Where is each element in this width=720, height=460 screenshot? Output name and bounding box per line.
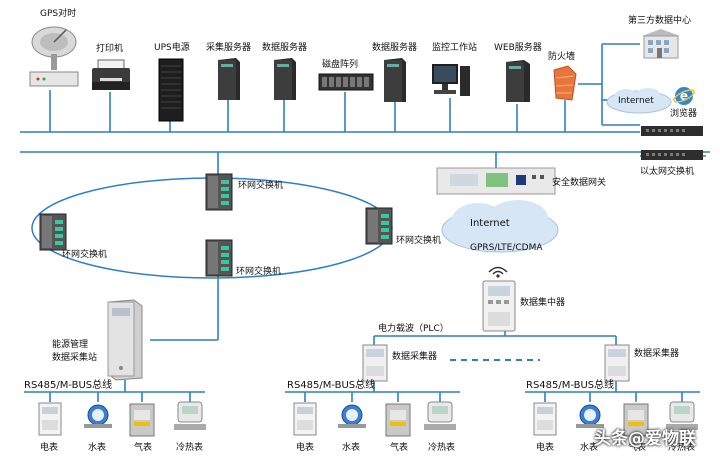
energy-station-icon bbox=[107, 299, 143, 381]
bus-2-label: RS485/M-BUS总线 bbox=[287, 380, 376, 391]
ring-switch-top-label: 环网交换机 bbox=[238, 181, 284, 191]
browser-label: 浏览器 bbox=[670, 109, 698, 119]
firewall-icon bbox=[553, 65, 577, 101]
firewall-label: 防火墙 bbox=[548, 52, 576, 62]
wireless-signal-icon bbox=[488, 266, 508, 278]
bus-1-label: RS485/M-BUS总线 bbox=[24, 380, 113, 391]
meter-3-electric-label: 电表 bbox=[536, 443, 555, 453]
electric-meter-icon bbox=[533, 402, 557, 436]
electric-meter-icon bbox=[38, 402, 62, 436]
gps-antenna-icon bbox=[29, 26, 79, 87]
ring-switch-left-icon bbox=[39, 213, 67, 251]
electric-meter-icon bbox=[293, 402, 317, 436]
printer-label: 打印机 bbox=[96, 44, 124, 54]
monitor-workstation-icon bbox=[432, 64, 470, 96]
collect-server-icon bbox=[218, 58, 240, 100]
meter-3-water-label: 水表 bbox=[580, 443, 599, 453]
disk-array-icon bbox=[318, 73, 374, 91]
water-meter-icon bbox=[84, 404, 112, 428]
svg-text:e: e bbox=[680, 89, 688, 103]
security-gateway-label: 安全数据网关 bbox=[552, 178, 607, 188]
power-carrier-label: 电力载波（PLC） bbox=[378, 324, 449, 334]
gas-meter-icon bbox=[385, 403, 411, 437]
meter-2-electric-label: 电表 bbox=[296, 443, 315, 453]
security-gateway-icon bbox=[436, 167, 556, 195]
third-party-label: 第三方数据中心 bbox=[628, 16, 692, 26]
ring-switch-top-icon bbox=[205, 173, 233, 211]
data-server-2-label: 数据服务器 bbox=[372, 43, 418, 53]
meter-2-gas-label: 气表 bbox=[390, 443, 409, 453]
internet-cloud-icon bbox=[441, 200, 559, 253]
ring-switch-bottom-icon bbox=[205, 239, 233, 277]
switch-top-right-icon bbox=[641, 126, 703, 136]
heat-meter-icon bbox=[666, 401, 698, 430]
meter-2-heat-label: 冷热表 bbox=[428, 443, 456, 453]
monitor-station-label: 监控工作站 bbox=[432, 43, 478, 53]
data-server-2-icon bbox=[384, 58, 406, 102]
disk-array-label: 磁盘阵列 bbox=[322, 60, 359, 70]
internet-top-label: Internet bbox=[618, 96, 654, 106]
watermark-text: 头条@爱物联 bbox=[594, 429, 696, 449]
third-party-datacenter-icon bbox=[642, 29, 680, 59]
web-server-label: WEB服务器 bbox=[494, 43, 542, 53]
ie-browser-icon: e bbox=[673, 87, 695, 105]
ring-switch-left-label: 环网交换机 bbox=[62, 250, 108, 260]
meter-1-electric-label: 电表 bbox=[40, 443, 59, 453]
ring-switch-right-icon bbox=[365, 207, 393, 245]
collector-2-icon bbox=[604, 344, 630, 382]
meter-3-heat-label: 冷热表 bbox=[668, 443, 696, 453]
data-server-1-icon bbox=[274, 58, 296, 100]
meter-1-water-label: 水表 bbox=[88, 443, 107, 453]
heat-meter-icon bbox=[174, 401, 206, 430]
collector-1-label: 数据采集器 bbox=[392, 352, 438, 362]
bus-3-label: RS485/M-BUS总线 bbox=[526, 380, 615, 391]
cloud-protocols-label: GPRS/LTE/CDMA bbox=[470, 243, 543, 253]
printer-icon bbox=[92, 59, 130, 90]
collect-server-label: 采集服务器 bbox=[206, 43, 252, 53]
internet-cloud-label: Internet bbox=[470, 218, 510, 229]
meter-3-gas-label: 气表 bbox=[628, 443, 647, 453]
water-meter-icon bbox=[576, 404, 604, 428]
water-meter-icon bbox=[338, 404, 366, 428]
ring-switch-right-label: 环网交换机 bbox=[396, 236, 442, 246]
ethernet-switch-icon bbox=[641, 150, 703, 160]
meter-2-water-label: 水表 bbox=[342, 443, 361, 453]
gps-label: GPS对时 bbox=[40, 9, 77, 19]
internet-cloud-top-icon bbox=[606, 88, 672, 114]
data-concentrator-icon bbox=[482, 280, 516, 332]
data-server-1-label: 数据服务器 bbox=[262, 43, 308, 53]
heat-meter-icon bbox=[424, 401, 456, 430]
data-concentrator-label: 数据集中器 bbox=[520, 298, 566, 308]
meter-1-heat-label: 冷热表 bbox=[176, 443, 204, 453]
ups-rack-icon bbox=[158, 58, 184, 122]
gas-meter-icon bbox=[129, 403, 155, 437]
ups-label: UPS电源 bbox=[154, 43, 190, 53]
web-server-icon bbox=[506, 60, 530, 102]
meter-1-gas-label: 气表 bbox=[134, 443, 153, 453]
gas-meter-icon bbox=[623, 403, 649, 437]
collector-2-label: 数据采集器 bbox=[634, 349, 680, 359]
ethernet-switch-label: 以太网交换机 bbox=[640, 167, 695, 177]
energy-station-label-2: 数据采集站 bbox=[52, 353, 98, 363]
collector-1-icon bbox=[362, 344, 388, 382]
ring-switch-bottom-label: 环网交换机 bbox=[236, 267, 282, 277]
energy-station-label-1: 能源管理 bbox=[52, 340, 89, 350]
